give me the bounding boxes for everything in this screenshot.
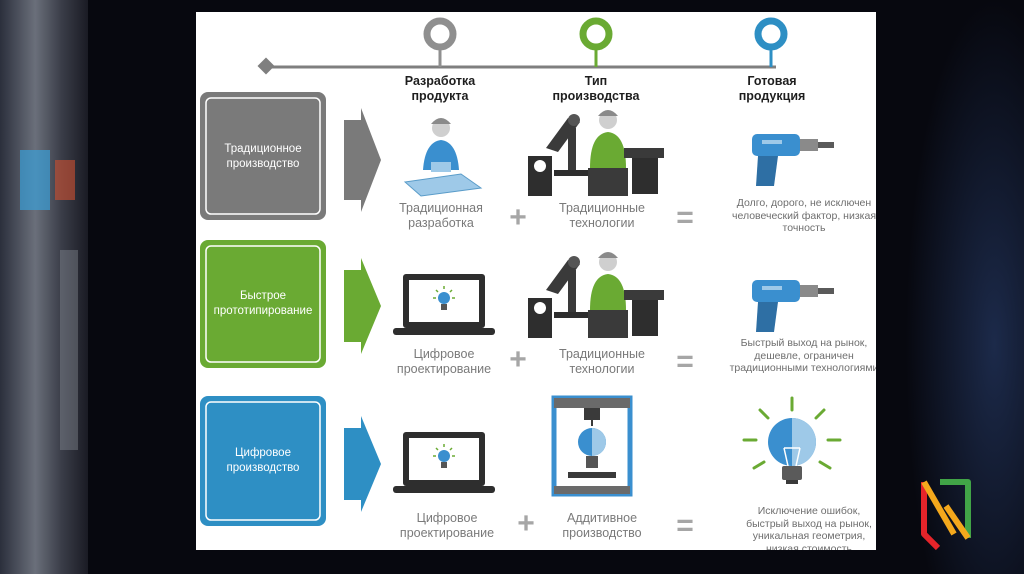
worker-machine-icon [528, 110, 664, 196]
caption-production: Традиционные технологии [559, 201, 645, 230]
diagram-panel: Разработка продукта Тип производства Гот… [196, 12, 876, 550]
timeline [257, 17, 788, 75]
laptop-bulb-icon [393, 432, 495, 493]
header-finished-product: Готовая продукция [738, 74, 806, 103]
timeline-pin-green [579, 17, 613, 67]
row-label-digital: Цифровое производство [226, 447, 300, 474]
plus-operator: + [509, 201, 527, 234]
row-label-traditional: Традиционное производство [224, 143, 302, 170]
equals-operator: = [676, 509, 694, 542]
caption-development: Традиционная разработка [399, 201, 483, 230]
plus-operator: + [509, 343, 527, 376]
worker-machine-icon [528, 252, 664, 338]
engineer-blueprint-icon [403, 118, 483, 197]
diagram-graphics [200, 17, 842, 526]
plus-operator: + [517, 507, 535, 540]
drill-icon [752, 134, 834, 186]
row-label-rapid: Быстрое прототипирование [213, 290, 313, 317]
timeline-pin-gray [423, 17, 457, 67]
row-box-digital [200, 396, 381, 526]
caption-production: Традиционные технологии [559, 347, 645, 376]
result-text: Долго, дорого, не исключен человеческий … [731, 197, 876, 234]
equals-operator: = [676, 201, 694, 234]
row-box-traditional [200, 92, 381, 220]
result-text: Быстрый выход на рынок, дешевле, огранич… [729, 337, 876, 374]
drill-icon [752, 280, 834, 332]
3d-printer-icon [551, 395, 633, 497]
caption-production: Аддитивное производство [562, 511, 642, 540]
caption-development: Цифровое проектирование [399, 511, 495, 540]
timeline-pin-blue [754, 17, 788, 67]
row-box-rapid [200, 240, 381, 368]
result-text: Исключение ошибок, быстрый выход на рыно… [746, 505, 872, 550]
lightbulb-icon [742, 396, 842, 484]
header-production-type: Тип производства [552, 74, 640, 103]
header-development: Разработка продукта [404, 74, 476, 103]
equals-operator: = [676, 345, 694, 378]
caption-development: Цифровое проектирование [396, 347, 492, 376]
brand-logo-icon [921, 479, 971, 551]
laptop-bulb-icon [393, 274, 495, 335]
